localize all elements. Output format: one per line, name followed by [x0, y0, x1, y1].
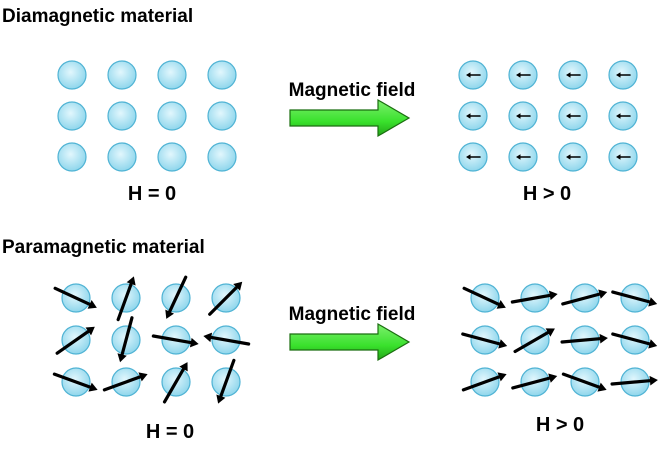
magnetic-moment-arrow-shaft	[116, 282, 133, 322]
magnetic-moment-arrow-shaft	[611, 332, 652, 346]
magnetic-moment-arrow-shaft	[510, 293, 552, 304]
magnetic-moment-arrow-shaft	[53, 286, 92, 306]
magnetic-moment-arrow-head	[165, 309, 175, 319]
magnetic-moment-arrow-shaft	[120, 316, 134, 357]
magnetic-moment-arrow-head	[545, 328, 555, 337]
magnetic-moment-arrow-shaft	[219, 358, 236, 398]
magnetic-moment-arrow-head	[516, 154, 521, 160]
magnetic-moment-arrow-shaft	[462, 286, 501, 306]
magnetic-moment-arrow-head	[648, 339, 658, 349]
magnetic-moment-arrow-head	[548, 290, 558, 301]
atom	[57, 101, 87, 131]
magnetic-moment-arrow-head	[466, 113, 471, 119]
magnetic-moment-arrow-head	[496, 299, 506, 309]
paramagnetic-h-before: H = 0	[145, 421, 195, 443]
magnetic-moment-arrow-head	[598, 289, 608, 299]
paramagnetic-title: Paramagnetic material	[2, 237, 205, 258]
magnetic-moment-arrow-head	[126, 276, 136, 286]
magnetic-moment-arrow-head	[498, 339, 508, 349]
diamagnetic-atoms-no-field	[57, 60, 237, 172]
atom	[157, 142, 187, 172]
paramagnetic-atoms-no-field	[52, 275, 251, 404]
magnetic-moment-arrow-shaft	[162, 367, 186, 404]
atom	[57, 142, 87, 172]
magnetic-moment-arrow-head	[649, 375, 658, 386]
magnetic-moment-arrow-head	[566, 113, 571, 119]
magnetic-moment-arrow-shaft	[102, 375, 142, 392]
magnetic-moment-arrow-head	[616, 113, 621, 119]
atom	[157, 101, 187, 131]
magnetic-moment-arrow-head	[516, 113, 521, 119]
magnetic-moment-arrow-head	[616, 154, 621, 160]
magnetic-moment-arrow-head	[497, 372, 507, 382]
magnetic-moment-arrow-head	[216, 394, 226, 404]
magnetic-moment-arrow-shaft	[513, 330, 550, 354]
magnetic-moment-arrow-head	[233, 281, 243, 291]
field-arrow-paramagnetic	[289, 322, 411, 362]
magnetic-moment-arrow-shaft	[209, 335, 251, 346]
magnetic-moment-arrow-shaft	[208, 285, 239, 316]
magnetic-moment-arrow-head	[566, 154, 571, 160]
magnetic-moment-arrow-head	[516, 72, 521, 78]
magnetic-moment-arrow-head	[88, 382, 98, 392]
atom	[107, 60, 137, 90]
atom	[207, 101, 237, 131]
magnetic-moment-arrow-shaft	[52, 372, 92, 389]
paramagnetic-h-after: H > 0	[535, 414, 585, 436]
field-arrow-diamagnetic	[289, 98, 411, 138]
magnetic-moment-arrow-head	[597, 382, 607, 392]
diamagnetic-atoms-with-field	[458, 60, 638, 172]
magnetic-moment-arrow-head	[548, 373, 558, 383]
magnetic-moment-arrow-shaft	[151, 334, 193, 345]
magnetic-moment-arrow-shaft	[610, 379, 652, 386]
atom	[107, 101, 137, 131]
magnetic-moment-arrow-head	[599, 333, 608, 344]
diamagnetic-field-label: Magnetic field	[288, 80, 416, 101]
magnetic-moment-arrow-shaft	[168, 275, 188, 314]
magnetic-moment-arrow-head	[179, 362, 188, 372]
magnetic-moment-arrow-shaft	[461, 375, 501, 392]
diamagnetic-h-after: H > 0	[522, 183, 572, 205]
magnetic-moment-arrow-shaft	[461, 332, 502, 346]
magnetic-moment-arrow-head	[203, 332, 213, 343]
magnetic-moment-arrow-shaft	[561, 372, 601, 389]
magnetic-moment-arrow-head	[648, 297, 658, 307]
magnetic-moment-arrow-shaft	[560, 337, 602, 344]
magnetic-moment-arrow-head	[566, 72, 571, 78]
magnetic-moment-arrow-shaft	[511, 376, 552, 390]
magnetic-moment-arrow-head	[189, 337, 199, 348]
diamagnetic-title: Diamagnetic material	[2, 6, 194, 27]
magnetic-moment-arrow-head	[616, 72, 621, 78]
magnetic-moment-arrow-shaft	[55, 329, 90, 355]
paramagnetic-atoms-with-field	[461, 283, 658, 397]
atom	[107, 142, 137, 172]
magnetic-moment-arrow-head	[87, 299, 97, 309]
diamagnetic-h-before: H = 0	[127, 183, 177, 205]
magnetic-moment-arrow-head	[138, 372, 148, 382]
magnetic-moment-arrow-head	[466, 72, 471, 78]
magnetic-moment-arrow-head	[85, 326, 95, 336]
atom	[207, 60, 237, 90]
magnetic-moment-arrow-shaft	[611, 290, 652, 304]
atom	[207, 142, 237, 172]
atom	[157, 60, 187, 90]
magnetic-moment-arrow-head	[466, 154, 471, 160]
paramagnetic-field-label: Magnetic field	[288, 304, 416, 325]
magnetic-moment-arrow-head	[117, 353, 127, 363]
magnetic-moment-arrow-shaft	[561, 292, 602, 306]
atom	[57, 60, 87, 90]
